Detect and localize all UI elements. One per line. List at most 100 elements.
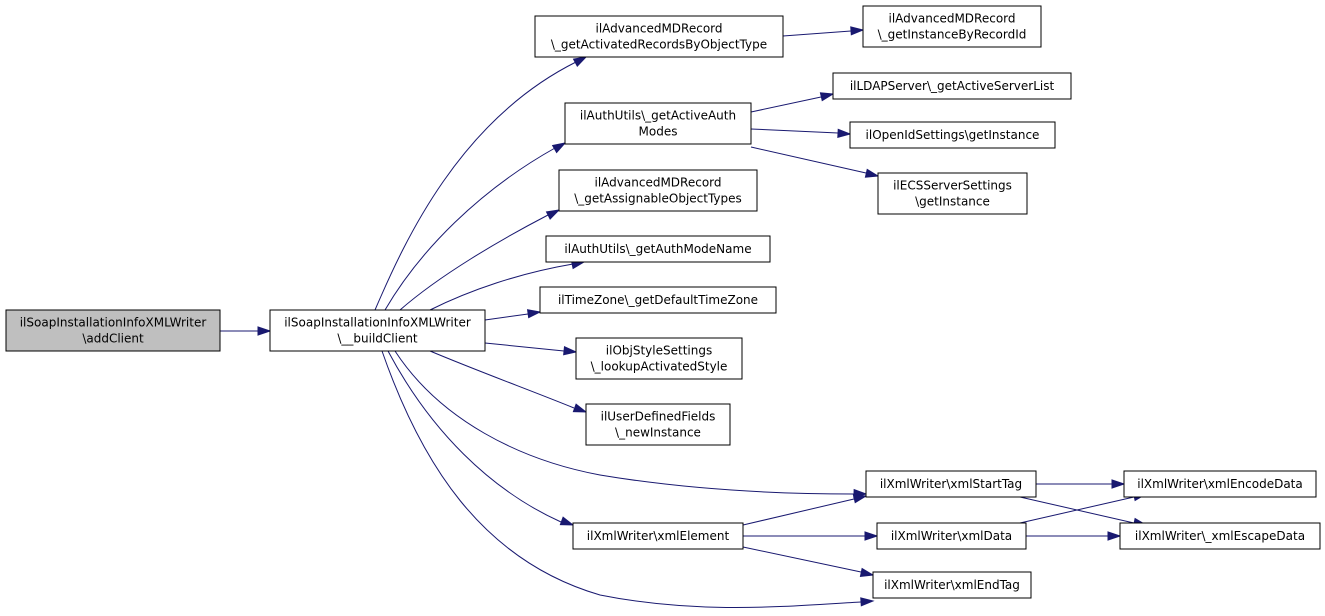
node-label-line: \addClient bbox=[82, 332, 144, 346]
node-addClient[interactable]: ilSoapInstallationInfoXMLWriter\addClien… bbox=[5, 309, 221, 352]
node-label-line: \_lookupActivatedStyle bbox=[591, 360, 728, 374]
arrowhead-icon bbox=[526, 309, 542, 319]
edge-buildClient-to-lookupStyle bbox=[484, 342, 578, 356]
node-label-line: ilSoapInstallationInfoXMLWriter bbox=[284, 316, 471, 330]
arrowhead-icon bbox=[819, 92, 835, 102]
node-box[interactable] bbox=[564, 102, 752, 145]
arrowhead-icon bbox=[859, 567, 875, 577]
node-label-line: \_getInstanceByRecordId bbox=[878, 28, 1027, 42]
edge-buildClient-to-getActivatedRecords bbox=[374, 56, 588, 311]
arrowhead-icon bbox=[864, 531, 879, 541]
arrowhead-icon bbox=[572, 56, 588, 68]
edge-line bbox=[750, 128, 839, 134]
edge-buildClient-to-xmlElement bbox=[387, 350, 575, 526]
node-xmlData[interactable]: ilXmlWriter\xmlData bbox=[876, 522, 1027, 550]
arrowhead-icon bbox=[852, 494, 868, 504]
edge-xmlStartTag-to-xmlEncodeData bbox=[1036, 479, 1126, 489]
node-assignableTypes[interactable]: ilAdvancedMDRecord \_getAssignableObjectT… bbox=[558, 169, 758, 212]
arrowhead-icon bbox=[1107, 531, 1122, 541]
edge-line bbox=[429, 263, 574, 311]
node-box[interactable] bbox=[832, 72, 1072, 100]
node-label-line: ilUserDefinedFields bbox=[601, 410, 716, 424]
arrowhead-icon bbox=[850, 26, 865, 36]
edge-line bbox=[484, 342, 565, 352]
edge-line bbox=[399, 214, 549, 311]
node-openIdInstance[interactable]: ilOpenIdSettings\getInstance bbox=[849, 121, 1056, 149]
node-ecsInstance[interactable]: ilECSServerSettings\getInstance bbox=[877, 172, 1028, 215]
node-label-line: \_newInstance bbox=[615, 426, 701, 440]
node-box[interactable] bbox=[1119, 522, 1321, 550]
node-label-line: ilAuthUtils\_getActiveAuth bbox=[580, 109, 736, 123]
arrowhead-icon bbox=[563, 346, 578, 356]
node-xmlElement[interactable]: ilXmlWriter\xmlElement bbox=[572, 522, 744, 550]
call-edges bbox=[220, 26, 1148, 609]
node-label-line: \_getAssignableObjectTypes bbox=[574, 192, 742, 206]
node-xmlStartTag[interactable]: ilXmlWriter\xmlStartTag bbox=[865, 470, 1037, 498]
edge-buildClient-to-getActiveAuthModes bbox=[384, 142, 567, 311]
edge-xmlData-to-xmlEscapeData bbox=[1026, 531, 1122, 541]
edge-getActiveAuthModes-to-ldapServerList bbox=[750, 92, 835, 113]
edge-addClient-to-buildClient bbox=[220, 326, 272, 336]
node-label-line: ilXmlWriter\xmlEndTag bbox=[884, 578, 1020, 592]
edge-buildClient-to-udfNewInstance bbox=[429, 350, 588, 413]
node-box[interactable] bbox=[572, 522, 744, 550]
node-box[interactable] bbox=[545, 235, 771, 263]
node-xmlEndTag[interactable]: ilXmlWriter\xmlEndTag bbox=[872, 571, 1032, 599]
call-nodes: ilSoapInstallationInfoXMLWriter \addClien… bbox=[5, 5, 1321, 599]
edge-line bbox=[394, 350, 855, 495]
node-box[interactable] bbox=[558, 169, 758, 212]
edge-xmlElement-to-xmlData bbox=[743, 531, 879, 541]
node-label-line: \__buildClient bbox=[337, 332, 418, 346]
node-label-line: ilXmlWriter\xmlData bbox=[891, 529, 1012, 543]
node-label-line: ilObjStyleSettings bbox=[606, 344, 712, 358]
node-label-line: ilTimeZone\_getDefaultTimeZone bbox=[558, 293, 758, 307]
node-box[interactable] bbox=[877, 172, 1028, 215]
node-label-line: ilAdvancedMDRecord bbox=[595, 176, 722, 190]
edge-line bbox=[381, 350, 862, 609]
node-box[interactable] bbox=[865, 470, 1037, 498]
node-getActivatedRecords[interactable]: ilAdvancedMDRecord\_getActivatedRecordsB… bbox=[534, 15, 784, 58]
node-box[interactable] bbox=[5, 309, 221, 352]
edge-line bbox=[750, 146, 867, 174]
node-box[interactable] bbox=[534, 15, 784, 58]
node-label-line: ilAdvancedMDRecord bbox=[596, 22, 723, 36]
node-box[interactable] bbox=[849, 121, 1056, 149]
node-buildClient[interactable]: ilSoapInstallationInfoXMLWriter \__buildC… bbox=[269, 309, 486, 352]
node-ldapServerList[interactable]: ilLDAPServer\_getActiveServerList bbox=[832, 72, 1072, 100]
arrowhead-icon bbox=[1111, 479, 1126, 489]
node-xmlEscapeData[interactable]: ilXmlWriter\_xmlEscapeData bbox=[1119, 522, 1321, 550]
node-udfNewInstance[interactable]: ilUserDefinedFields \_newInstance bbox=[585, 403, 731, 446]
node-lookupStyle[interactable]: ilObjStyleSettings \_lookupActivatedStyle bbox=[575, 337, 743, 380]
node-label-line: ilAdvancedMDRecord bbox=[889, 12, 1016, 26]
node-defaultTimeZone[interactable]: ilTimeZone\_getDefaultTimeZone bbox=[539, 286, 777, 314]
node-box[interactable] bbox=[539, 286, 777, 314]
node-box[interactable] bbox=[876, 522, 1027, 550]
edge-getActivatedRecords-to-getInstanceByRecord bbox=[782, 26, 865, 37]
node-box[interactable] bbox=[585, 403, 731, 446]
node-getInstanceByRecord[interactable]: ilAdvancedMDRecord \_getInstanceByRecordI… bbox=[862, 5, 1042, 48]
edge-line bbox=[750, 96, 822, 113]
node-box[interactable] bbox=[1123, 470, 1317, 498]
edge-line bbox=[484, 313, 529, 321]
arrowhead-icon bbox=[545, 209, 561, 220]
node-label-line: ilECSServerSettings bbox=[893, 179, 1012, 193]
edge-xmlElement-to-xmlStartTag bbox=[742, 494, 868, 526]
edge-line bbox=[384, 147, 556, 311]
edge-buildClient-to-assignableTypes bbox=[399, 209, 561, 311]
edge-line bbox=[742, 546, 862, 573]
node-label-line: ilXmlWriter\xmlElement bbox=[587, 529, 730, 543]
node-box[interactable] bbox=[269, 309, 486, 352]
node-label-line: ilLDAPServer\_getActiveServerList bbox=[850, 79, 1055, 93]
edge-line bbox=[374, 61, 577, 311]
node-box[interactable] bbox=[862, 5, 1042, 48]
node-box[interactable] bbox=[872, 571, 1032, 599]
node-label-line: Modes bbox=[639, 125, 678, 139]
edge-line bbox=[429, 350, 575, 409]
node-xmlEncodeData[interactable]: ilXmlWriter\xmlEncodeData bbox=[1123, 470, 1317, 498]
arrowhead-icon bbox=[837, 128, 852, 139]
edge-getActiveAuthModes-to-openIdInstance bbox=[750, 128, 852, 139]
node-authModeName[interactable]: ilAuthUtils\_getAuthModeName bbox=[545, 235, 771, 263]
edge-buildClient-to-xmlEndTag bbox=[381, 350, 875, 609]
node-box[interactable] bbox=[575, 337, 743, 380]
